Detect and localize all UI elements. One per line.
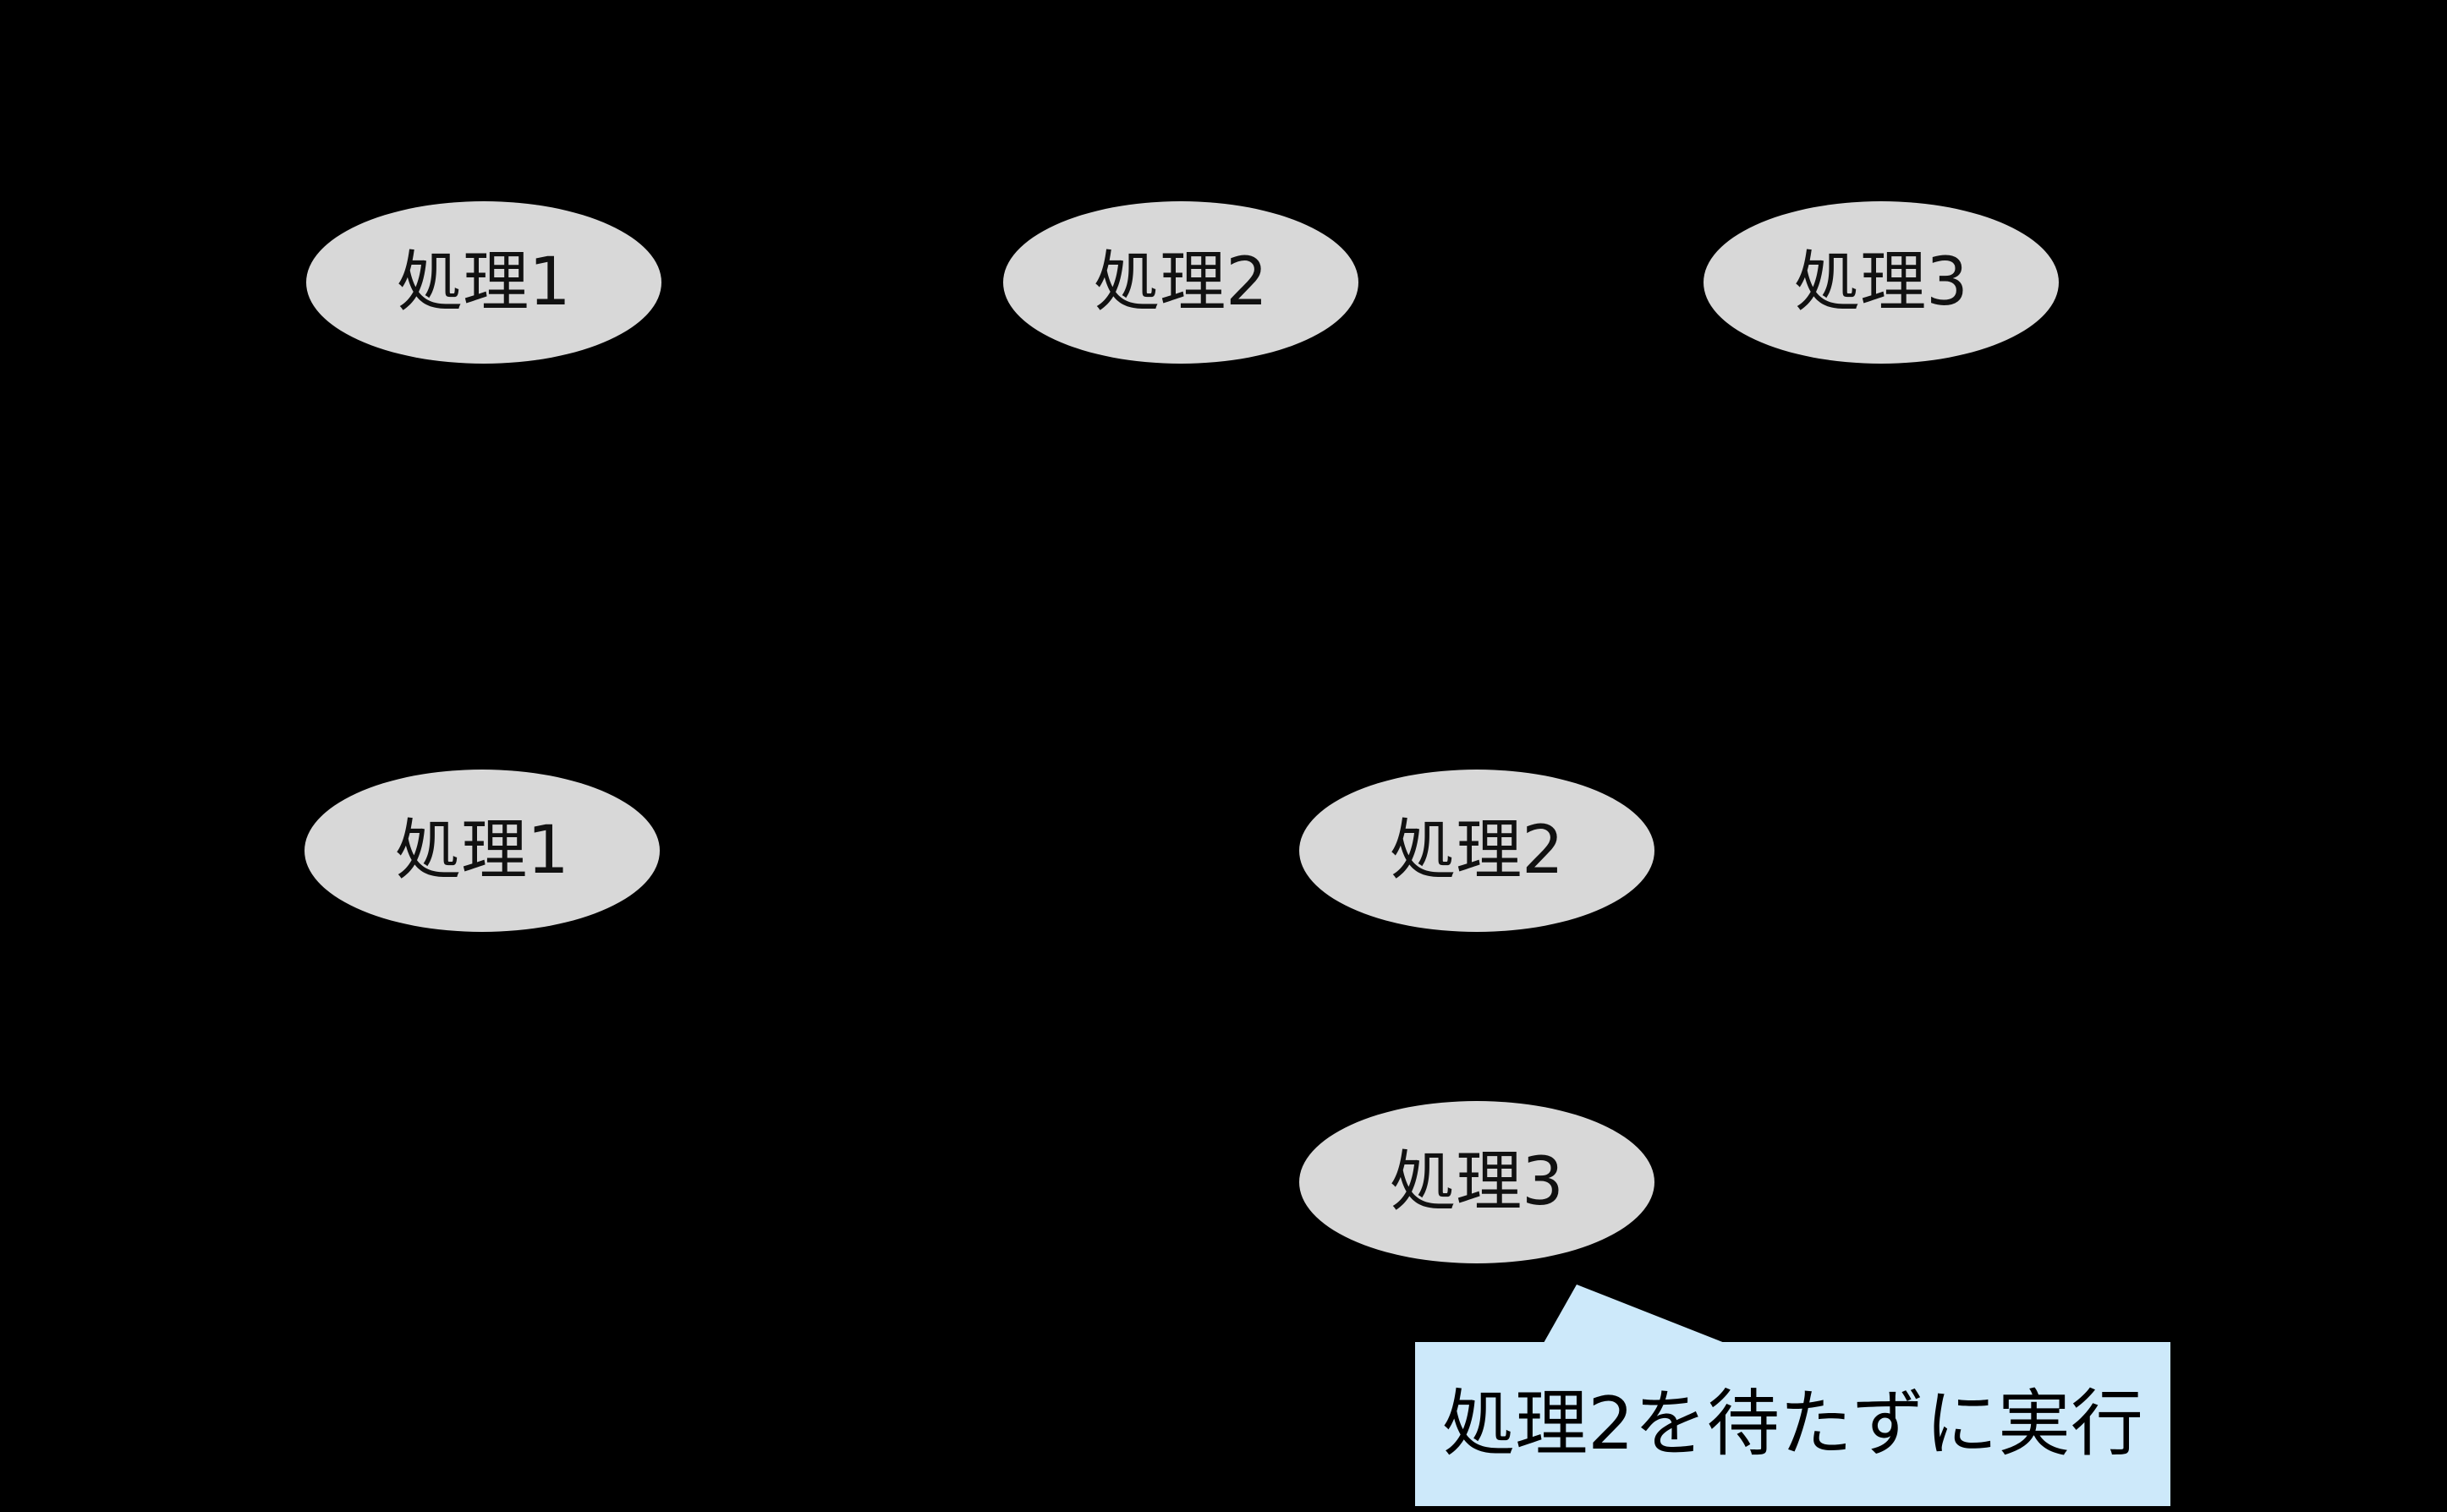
process-node-top-1: 処理1	[306, 201, 661, 364]
process-node-label: 処理2	[1094, 244, 1268, 320]
process-node-top-3: 処理3	[1704, 201, 2059, 364]
process-node-label: 処理2	[1390, 813, 1564, 889]
callout-text: 処理2を待たずに実行	[1442, 1382, 2143, 1466]
process-node-label: 処理1	[395, 813, 569, 889]
process-node-top-2: 処理2	[1003, 201, 1358, 364]
callout: 処理2を待たずに実行	[1415, 1342, 2170, 1506]
callout-tail-pointer	[1544, 1285, 1725, 1343]
process-node-label: 処理1	[397, 244, 571, 320]
process-node-label: 処理3	[1794, 244, 1968, 320]
process-node-bottom-2: 処理2	[1299, 770, 1654, 932]
process-node-bottom-3: 処理3	[1299, 1101, 1654, 1263]
process-node-bottom-1: 処理1	[305, 770, 660, 932]
process-node-label: 処理3	[1390, 1144, 1564, 1220]
